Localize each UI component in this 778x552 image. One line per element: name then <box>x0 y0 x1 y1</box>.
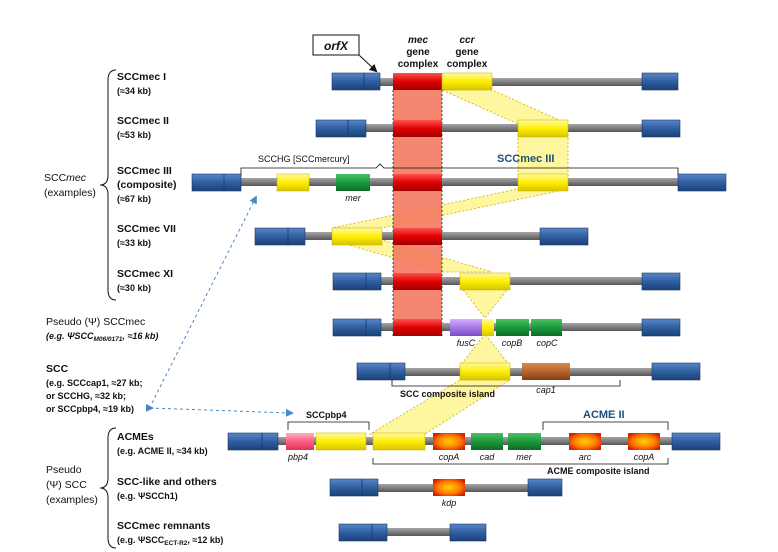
mec-header-2: gene <box>406 47 430 58</box>
sccpbp4-label: SCCpbp4 <box>306 410 347 420</box>
row-scc: cap1 SCC composite island <box>356 362 701 399</box>
pseudo-brace <box>99 427 117 549</box>
r10-sub: (e.g. ΨSCC <box>117 535 165 545</box>
pseudo-scc-group: Pseudo (Ψ) SCC (examples) <box>46 427 117 549</box>
acme-composite-label: ACME composite island <box>547 466 650 476</box>
row-sccmec-ii <box>315 119 681 138</box>
r5-size: (≈30 kb) <box>117 283 151 293</box>
arrow-sccpbp4 <box>145 403 294 417</box>
cap1-label: cap1 <box>536 385 556 395</box>
r4-size: (≈33 kb) <box>117 238 151 248</box>
mec-header-3: complex <box>398 59 439 70</box>
row-acme: SCCpbp4 ACME II pbp4 copA cad mer arc co… <box>227 409 721 476</box>
svg-text:SCCmec: SCCmec <box>44 172 87 184</box>
r6-sub-sub: M06/0171 <box>93 336 122 343</box>
homology-links <box>331 89 569 435</box>
mer-label: mer <box>345 193 362 203</box>
r6-name: Pseudo (Ψ) SCCmec <box>46 316 145 328</box>
acme-ii-label: ACME II <box>583 409 625 421</box>
orfx-label: orfX <box>324 39 349 53</box>
r1-name: SCCmec I <box>117 71 166 83</box>
r2-name: SCCmec II <box>117 115 169 127</box>
arrow-scchg <box>151 195 257 404</box>
sccmec-iii-label: SCCmec III <box>497 153 554 165</box>
dashed-arrows <box>145 195 294 417</box>
sccmec-group-label-1: SCC <box>44 172 67 184</box>
r1-size: (≈34 kb) <box>117 86 151 96</box>
scchg-label: SCCHG [SCCmercury] <box>258 154 350 164</box>
r4-name: SCCmec VII <box>117 223 176 235</box>
row-sccmec-vii <box>254 227 589 246</box>
r3-name2: (composite) <box>117 179 177 191</box>
cad-label: cad <box>480 452 496 462</box>
sccmec-group-label-2: (examples) <box>44 187 96 199</box>
row-sccmec-xi <box>332 272 681 291</box>
sccmec-brace <box>99 69 117 301</box>
row-sccmec-remnants <box>338 523 487 542</box>
svg-text:(e.g. ΨSCCM06/0171, ≈16 kb): (e.g. ΨSCCM06/0171, ≈16 kb) <box>46 331 158 343</box>
row-pseudo-sccmec: fusC copB copC <box>332 318 681 348</box>
fusc-label: fusC <box>457 338 476 348</box>
r10-name: SCCmec remnants <box>117 520 211 532</box>
r9-sub: (e.g. ΨSCCh1) <box>117 491 178 501</box>
r10-sub-sub: ECT-R2 <box>164 540 188 547</box>
arc-label: arc <box>579 452 592 462</box>
ccr-header-1: ccr <box>459 35 475 46</box>
r10-sub-end: , ≈12 kb) <box>187 535 223 545</box>
row-sccmec-i <box>331 72 679 91</box>
svg-text:(e.g. ΨSCCECT-R2, ≈12 kb): (e.g. ΨSCCECT-R2, ≈12 kb) <box>117 535 223 547</box>
r6-sub: (e.g. ΨSCC <box>46 331 94 341</box>
r9-name: SCC-like and others <box>117 476 217 488</box>
r2-size: (≈53 kb) <box>117 130 151 140</box>
r3-name: SCCmec III <box>117 165 172 177</box>
ccr-header-3: complex <box>447 59 488 70</box>
link-r1-r2 <box>441 89 569 125</box>
mec-header-1: mec <box>408 35 428 46</box>
row-scc-like: kdp <box>329 478 563 508</box>
ccr-header-2: gene <box>455 47 479 58</box>
pbp4-label: pbp4 <box>287 452 308 462</box>
pseudo-scc-label-3: (examples) <box>46 494 98 506</box>
copb-label: copB <box>502 338 523 348</box>
sccmec-group: SCCmec (examples) <box>44 69 117 301</box>
orfx-box: orfX <box>312 34 378 73</box>
r8-name: ACMEs <box>117 431 154 443</box>
r7-sub2: or SCCHG, ≈32 kb; <box>46 391 126 401</box>
row-labels: SCCmec I (≈34 kb) SCCmec II (≈53 kb) SCC… <box>46 71 223 547</box>
scc-composite-label: SCC composite island <box>400 389 495 399</box>
r6-sub-end: , ≈16 kb) <box>121 331 158 341</box>
r5-name: SCCmec XI <box>117 268 173 280</box>
kdp-label: kdp <box>442 498 457 508</box>
r3-size: (≈67 kb) <box>117 194 151 204</box>
r7-sub3: or SCCpbp4, ≈19 kb) <box>46 404 134 414</box>
copa1-label: copA <box>439 452 460 462</box>
sccmec-group-label-1b: mec <box>66 172 87 184</box>
copc-label: copC <box>536 338 558 348</box>
link-r5-r6 <box>459 285 511 319</box>
mer2-label: mer <box>516 452 533 462</box>
r7-sub1: (e.g. SCCcap1, ≈27 kb; <box>46 378 142 388</box>
pseudo-scc-label-2: (Ψ) SCC <box>46 479 87 491</box>
pseudo-scc-label-1: Pseudo <box>46 464 82 476</box>
r8-sub: (e.g. ACME II, ≈34 kb) <box>117 446 208 456</box>
r7-name: SCC <box>46 363 69 375</box>
copa2-label: copA <box>634 452 655 462</box>
row-sccmec-iii: SCCHG [SCCmercury] SCCmec III mer <box>191 153 727 203</box>
link-r3-r4 <box>331 188 569 229</box>
